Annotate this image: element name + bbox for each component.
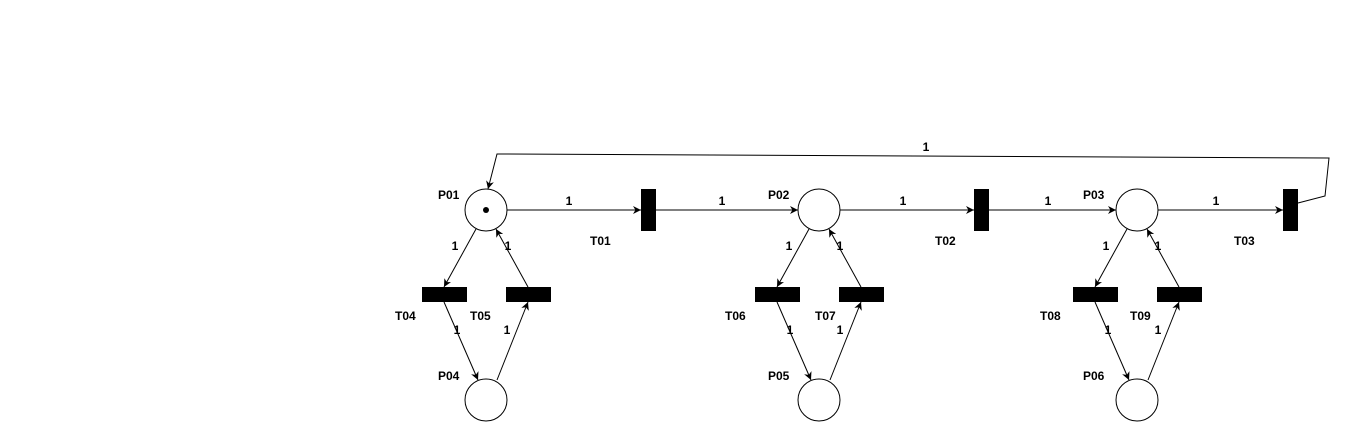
arc-weight-label: 1 <box>719 194 726 208</box>
transition-label: T06 <box>725 309 746 323</box>
arc-weight-label: 1 <box>1155 239 1162 253</box>
arc-weight-label: 1 <box>786 239 793 253</box>
arc-p02-to-t06 <box>776 228 810 288</box>
arc-weight-label: 1 <box>1213 194 1220 208</box>
arc-weight-label: 1 <box>1155 323 1162 337</box>
transition-label: T08 <box>1040 309 1061 323</box>
arc-t03-to-p01 <box>486 153 1330 204</box>
place-p04 <box>464 378 508 422</box>
arcs-layer <box>443 153 1330 381</box>
place-label: P01 <box>438 188 460 202</box>
transition-t09 <box>1157 287 1202 302</box>
transition-t04 <box>422 287 467 302</box>
arc-weight-label: 1 <box>837 323 844 337</box>
arc-t08-to-p06 <box>1094 301 1130 381</box>
arc-t09-to-p03 <box>1146 228 1180 288</box>
arc-weight-label: 1 <box>900 194 907 208</box>
transition-label: T02 <box>935 234 956 248</box>
nodes-layer <box>422 188 1298 422</box>
arc-weight-label: 1 <box>1103 239 1110 253</box>
transition-label: T04 <box>395 309 416 323</box>
arc-t07-to-p02 <box>828 228 862 288</box>
transition-t01 <box>641 189 656 231</box>
arc-weight-label: 1 <box>504 323 511 337</box>
token-dot <box>483 207 489 213</box>
place-label: P04 <box>438 369 460 383</box>
arc-weight-label: 1 <box>923 140 930 154</box>
arc-p05-to-t07 <box>829 301 862 381</box>
place-p06 <box>1115 378 1159 422</box>
arc-p03-to-t08 <box>1094 228 1128 288</box>
transition-label: T09 <box>1130 309 1151 323</box>
transition-label: T05 <box>470 309 491 323</box>
arc-t06-to-p05 <box>776 301 812 381</box>
place-label: P02 <box>768 188 790 202</box>
arc-weight-label: 1 <box>1045 194 1052 208</box>
arc-p04-to-t05 <box>496 301 529 381</box>
arc-weight-label: 1 <box>787 323 794 337</box>
place-p03 <box>1115 188 1159 232</box>
arc-p06-to-t09 <box>1147 301 1180 381</box>
transition-label: T03 <box>1234 234 1255 248</box>
transition-t05 <box>506 287 551 302</box>
transition-t03 <box>1283 189 1298 231</box>
arc-weight-label: 1 <box>566 194 573 208</box>
transition-t02 <box>974 189 989 231</box>
place-p02 <box>797 188 841 232</box>
arc-weight-label: 1 <box>837 239 844 253</box>
arc-t05-to-p01 <box>495 228 529 288</box>
transition-t07 <box>839 287 884 302</box>
arc-p01-to-t04 <box>443 228 477 288</box>
transition-t08 <box>1073 287 1118 302</box>
place-label: P05 <box>768 369 790 383</box>
arc-weight-label: 1 <box>452 239 459 253</box>
arc-weight-label: 1 <box>505 239 512 253</box>
arc-t04-to-p04 <box>443 301 479 381</box>
transition-label: T07 <box>815 309 836 323</box>
arc-weight-label: 1 <box>1105 323 1112 337</box>
arc-weight-label: 1 <box>454 323 461 337</box>
transition-t06 <box>755 287 800 302</box>
transition-label: T01 <box>590 234 611 248</box>
place-label: P06 <box>1083 369 1105 383</box>
place-p05 <box>797 378 841 422</box>
place-label: P03 <box>1083 188 1105 202</box>
